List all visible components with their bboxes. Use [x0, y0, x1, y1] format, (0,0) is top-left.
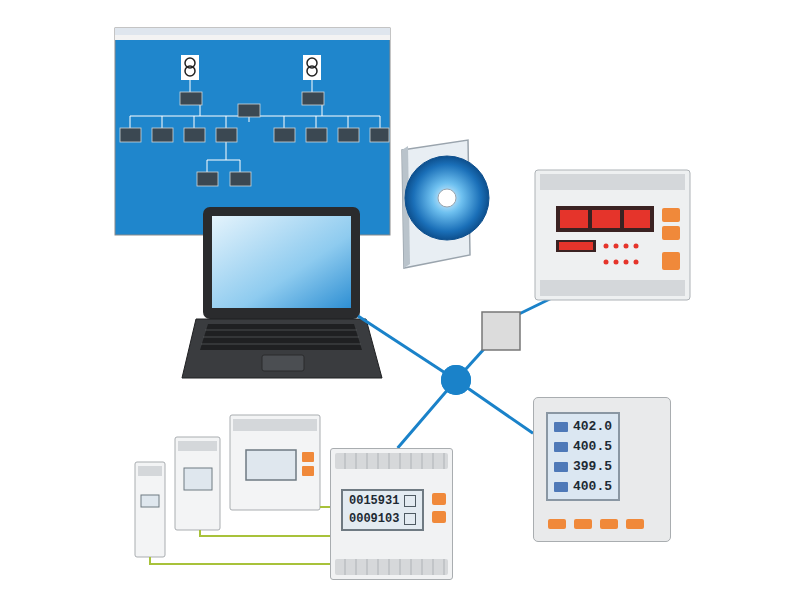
keyboard-keys	[201, 330, 361, 344]
display-reading: 400.5	[573, 479, 612, 494]
terminal-strip	[233, 419, 317, 431]
laptop-base	[182, 319, 382, 378]
display-reading: 399.5	[573, 459, 612, 474]
meter-display	[141, 495, 159, 507]
phase-tag	[554, 462, 568, 472]
meter-display	[184, 468, 212, 490]
lcd-display: 0015931 0009103	[341, 489, 424, 531]
terminal-strip	[540, 174, 685, 190]
transformer-symbol	[181, 55, 321, 80]
meter-button	[548, 519, 566, 529]
network-cable	[398, 380, 533, 448]
cd-disc	[405, 156, 489, 240]
laptop-keyboard	[200, 324, 362, 350]
software-screenshot	[115, 28, 390, 235]
cd-hole	[438, 189, 456, 207]
network-hub	[441, 365, 471, 395]
phase-tag	[554, 422, 568, 432]
din-meter: 0015931 0009103	[330, 448, 453, 580]
laptop-touchpad	[262, 355, 304, 371]
din-meter	[230, 415, 320, 510]
display-row: 402.0	[554, 419, 612, 434]
display-row: 400.5	[554, 439, 612, 454]
device-icons	[120, 92, 389, 186]
din-meter	[175, 437, 220, 530]
software-cd	[402, 140, 489, 268]
meter-button	[574, 519, 592, 529]
phase-tag	[554, 482, 568, 492]
laptop-screen	[212, 216, 351, 308]
meter-display	[246, 450, 296, 480]
meter-button	[662, 208, 680, 222]
check-box	[404, 495, 416, 507]
meter-body	[535, 170, 690, 300]
bus-wires	[150, 507, 330, 564]
title-bar	[115, 28, 390, 35]
tree-lines	[130, 80, 380, 172]
network-hub	[441, 365, 471, 395]
display-reading: 402.0	[573, 419, 612, 434]
led-display	[556, 206, 654, 232]
led-digits	[624, 210, 650, 228]
meter-button	[626, 519, 644, 529]
meter-button	[662, 252, 680, 270]
meter-button	[662, 226, 680, 240]
terminal-strip	[335, 453, 448, 469]
meter-button	[302, 466, 314, 476]
meter-button	[302, 452, 314, 462]
display-reading: 0015931	[349, 494, 399, 508]
led-digits	[559, 242, 593, 250]
check-box	[404, 513, 416, 525]
status-leds	[604, 244, 639, 265]
phase-tag	[554, 442, 568, 452]
terminal-strip	[138, 466, 162, 476]
meter-button	[432, 493, 446, 505]
display-reading: 400.5	[573, 439, 612, 454]
meter-button	[432, 511, 446, 523]
led-digits	[560, 210, 588, 228]
display-row: 400.5	[554, 479, 612, 494]
meter-button	[600, 519, 618, 529]
display-row: 399.5	[554, 459, 612, 474]
led-digits	[592, 210, 620, 228]
terminal-strip	[335, 559, 448, 575]
led-display	[556, 240, 596, 252]
laptop-lid	[203, 207, 360, 319]
din-meter	[135, 462, 165, 557]
laptop	[182, 207, 382, 378]
display-reading: 0009103	[349, 512, 399, 526]
power-meter	[535, 170, 690, 300]
converter-box	[482, 312, 520, 350]
terminal-strip	[178, 441, 217, 451]
display-row: 0015931	[349, 494, 416, 508]
panel-meter: 402.0 400.5 399.5 400.5	[533, 397, 671, 542]
menu-bar	[115, 35, 390, 40]
display-row: 0009103	[349, 512, 416, 526]
terminal-strip	[540, 280, 685, 296]
screen-window	[115, 28, 390, 235]
lcd-display: 402.0 400.5 399.5 400.5	[546, 412, 620, 501]
